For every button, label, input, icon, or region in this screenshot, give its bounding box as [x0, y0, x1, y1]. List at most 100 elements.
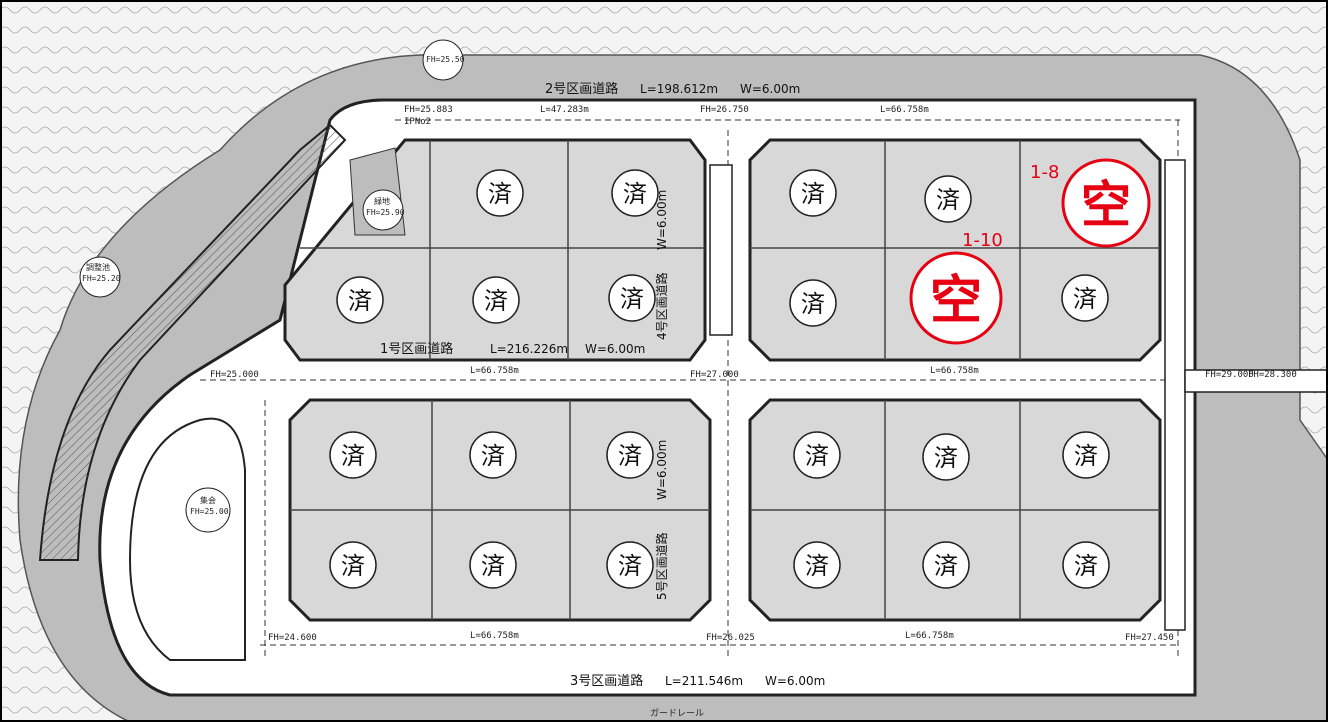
- ip-label: IPNo2: [404, 117, 431, 127]
- lot-marker: 済: [1061, 274, 1109, 322]
- lot-id-label: 1-8: [1030, 162, 1059, 183]
- slope-label: L=66.758m: [470, 631, 519, 641]
- road2-length: L=198.612m: [640, 82, 718, 96]
- fh-label: FH=27.450: [1125, 633, 1174, 643]
- lot-status-sold: 済: [618, 552, 642, 580]
- fh-label: FH=29.000: [1205, 370, 1254, 380]
- fh-label: FH=25.883: [404, 105, 453, 115]
- fh-label: FH=27.000: [690, 370, 739, 380]
- svg-text:FH=25.50: FH=25.50: [426, 55, 465, 64]
- lot-marker: 済: [336, 276, 384, 324]
- landmark-north: FH=25.50: [422, 39, 465, 81]
- road4-label: 4号区画道路: [654, 272, 669, 340]
- survey-labels: FH=25.883 IPNo2 FH=26.750 L=47.283m L=66…: [210, 105, 1297, 643]
- road3-label: 3号区画道路: [570, 673, 643, 689]
- lot-status-sold: 済: [488, 180, 512, 208]
- lot-marker: 済: [606, 431, 654, 479]
- lot-marker: 済: [329, 541, 377, 589]
- lot-marker: 済: [611, 169, 659, 217]
- svg-text:FH=25.90: FH=25.90: [366, 208, 405, 217]
- svg-text:FH=25.00: FH=25.00: [190, 507, 229, 516]
- lot-marker: 済: [469, 431, 517, 479]
- lot-marker: 済: [793, 431, 841, 479]
- road2-label: 2号区画道路: [545, 81, 618, 97]
- lot-marker: 済: [469, 541, 517, 589]
- block-ne: [748, 138, 1162, 362]
- lot-marker: 済: [608, 274, 656, 322]
- lot-marker: 済: [789, 279, 837, 327]
- slope-label: L=66.758m: [880, 105, 929, 115]
- lot-status-sold: 済: [805, 552, 829, 580]
- slope-label: L=66.758m: [905, 631, 954, 641]
- landmark-reservoir: 調整池 FH=25.20: [79, 256, 121, 298]
- lot-marker-vacant: 空: [1061, 158, 1151, 248]
- lot-status-sold: 済: [801, 180, 825, 208]
- lot-marker: 済: [472, 276, 520, 324]
- lot-marker: 済: [476, 169, 524, 217]
- svg-text:調整池: 調整池: [86, 262, 110, 272]
- road5-label: 5号区画道路: [654, 532, 669, 600]
- svg-text:集会: 集会: [200, 495, 216, 505]
- road5-width: W=6.00m: [655, 440, 669, 500]
- retaining-wall: [38, 123, 347, 561]
- lot-marker: 済: [922, 541, 970, 589]
- lot-marker: 済: [922, 433, 970, 481]
- lot-markers: 済 済 済 済 空 1-8 済 済 済 済 空 1-10 済 済 済 済 済 済…: [329, 158, 1151, 589]
- lot-marker: 済: [329, 431, 377, 479]
- road1-length: L=216.226m: [490, 342, 568, 356]
- block-sw: [288, 398, 712, 622]
- lot-status-sold: 済: [618, 442, 642, 470]
- road3-length: L=211.546m: [665, 674, 743, 688]
- lot-marker: 済: [1062, 541, 1110, 589]
- lot-marker: 済: [793, 541, 841, 589]
- lot-id-label: 1-10: [962, 230, 1003, 251]
- landmarks: 緑地 FH=25.90 調整池 FH=25.20 FH=25.50 集会 FH=25.…: [79, 39, 465, 533]
- lot-status-sold: 済: [348, 287, 372, 315]
- road2-width: W=6.00m: [740, 82, 800, 96]
- fh-label: FH=26.025: [706, 633, 755, 643]
- lot-status-sold: 済: [341, 552, 365, 580]
- lot-marker: 済: [924, 175, 972, 223]
- landmark-park: 集会 FH=25.00: [185, 487, 231, 533]
- lot-status-sold: 済: [934, 444, 958, 472]
- lot-status-sold: 済: [484, 287, 508, 315]
- lot-status-sold: 済: [481, 442, 505, 470]
- fh-label: FH=24.600: [268, 633, 317, 643]
- svg-text:緑地: 緑地: [374, 196, 390, 206]
- road1-label: 1号区画道路: [380, 341, 453, 357]
- svg-text:FH=25.20: FH=25.20: [82, 274, 121, 283]
- block-se: [748, 398, 1162, 622]
- curve-island: [128, 417, 246, 661]
- slope-label: L=47.283m: [540, 105, 589, 115]
- lot-status-sold: 済: [1073, 285, 1097, 313]
- lot-status-sold: 済: [801, 290, 825, 318]
- lot-status-sold: 済: [934, 552, 958, 580]
- lot-marker: 済: [606, 541, 654, 589]
- lot-status-sold: 済: [481, 552, 505, 580]
- lot-marker: 済: [1062, 431, 1110, 479]
- guardrail-label: ガードレール: [650, 708, 704, 719]
- fh-label: FH=25.000: [210, 370, 259, 380]
- lot-status-sold: 済: [936, 186, 960, 214]
- slope-label: L=66.758m: [470, 366, 519, 376]
- landmark-green: 緑地 FH=25.90: [362, 189, 405, 231]
- lot-status-sold: 済: [623, 180, 647, 208]
- lot-marker: 済: [789, 169, 837, 217]
- road4-width: W=6.00m: [655, 190, 669, 250]
- lot-status-sold: 済: [805, 442, 829, 470]
- road-labels: 2号区画道路 L=198.612m W=6.00m 1号区画道路 L=216.2…: [380, 81, 825, 689]
- lot-status-sold: 済: [1074, 552, 1098, 580]
- fh-label: FH=28.300: [1248, 370, 1297, 380]
- fh-label: FH=26.750: [700, 105, 749, 115]
- lot-status-sold: 済: [1074, 442, 1098, 470]
- slope-label: L=66.758m: [930, 366, 979, 376]
- lot-status-vacant: 空: [1081, 176, 1131, 234]
- lot-marker-vacant: 空: [909, 251, 1003, 345]
- lot-status-sold: 済: [620, 285, 644, 313]
- east-road: [1184, 369, 1328, 393]
- road1-width: W=6.00m: [585, 342, 645, 356]
- lot-status-sold: 済: [341, 442, 365, 470]
